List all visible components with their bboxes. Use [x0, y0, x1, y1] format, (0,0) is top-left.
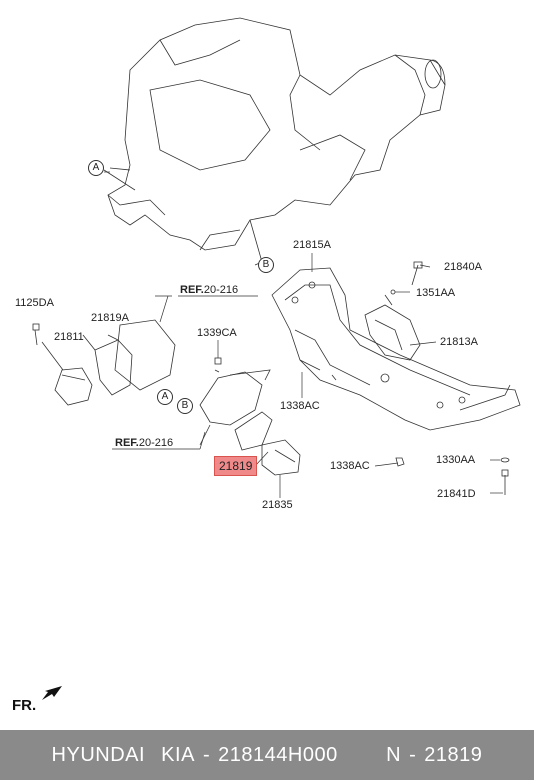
- label-1338AC-upper: 1338AC: [280, 400, 320, 412]
- label-1125DA: 1125DA: [15, 297, 54, 309]
- ref-prefix: REF.: [115, 437, 139, 449]
- reference-label-upper: REF.20-216: [180, 284, 238, 296]
- subframe-drawing: [271, 267, 521, 431]
- label-21813A: 21813A: [440, 336, 478, 348]
- footer-gap: [338, 744, 386, 767]
- label-1330AA: 1330AA: [436, 454, 476, 466]
- label-21835: 21835: [262, 499, 293, 511]
- callout-a-mid: A: [157, 389, 173, 405]
- left-mount-drawing: [32, 319, 176, 406]
- label-21819A: 21819A: [91, 312, 129, 324]
- reference-label-lower: REF.20-216: [115, 437, 173, 449]
- ref-number: 20-216: [203, 284, 239, 296]
- footer-spacer: [195, 744, 203, 767]
- label-21811: 21811: [54, 331, 84, 343]
- label-1351AA: 1351AA: [416, 287, 456, 299]
- footer-part-number: - 218144H000: [202, 743, 338, 766]
- leader-lines: [104, 171, 503, 498]
- front-label: FR.: [12, 697, 37, 714]
- footer-bar: HYUNDAI KIA - 218144H000 N - 21819: [0, 730, 534, 780]
- mount-bracket-drawing: [364, 261, 423, 361]
- ref-number: 20-216: [138, 437, 174, 449]
- callout-b-top: B: [258, 257, 274, 273]
- label-21815A: 21815A: [293, 239, 331, 251]
- callout-a-top: A: [88, 160, 104, 176]
- footer-brand: HYUNDAI KIA: [51, 743, 195, 766]
- ref-prefix: REF.: [180, 284, 204, 296]
- label-21841D: 21841D: [437, 488, 476, 500]
- footer-ref-code: N - 21819: [386, 743, 483, 766]
- exploded-parts-diagram: [32, 17, 521, 498]
- engine-block-drawing: [103, 17, 446, 263]
- label-21840A: 21840A: [444, 261, 482, 273]
- callout-b-mid: B: [177, 398, 193, 414]
- label-1338AC-lower: 1338AC: [330, 460, 370, 472]
- front-arrow-icon: [42, 686, 62, 700]
- center-mount-drawing: [199, 357, 301, 476]
- label-1339CA: 1339CA: [197, 327, 237, 339]
- highlighted-part-21819[interactable]: 21819: [214, 456, 258, 476]
- right-bolts-drawing: [214, 369, 510, 495]
